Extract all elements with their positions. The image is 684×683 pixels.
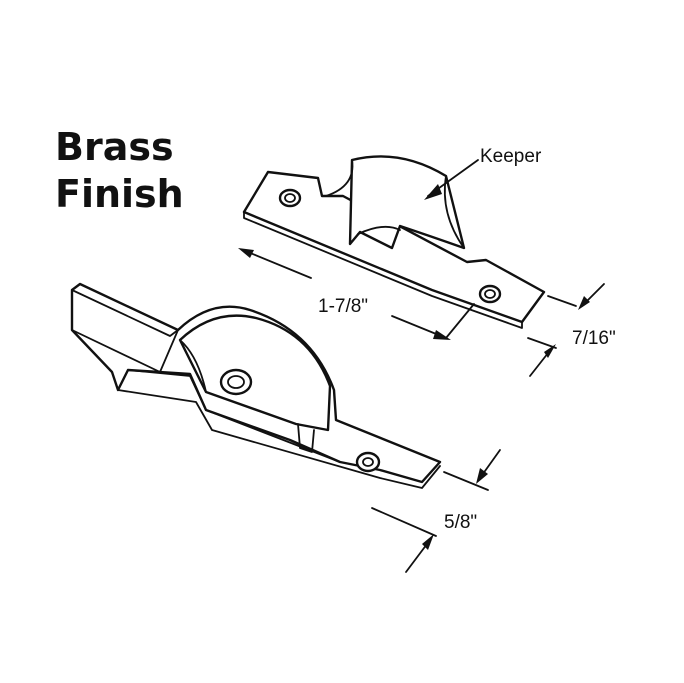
lock-width-extension-top	[443, 471, 489, 491]
keeper-screw-hole-right-inner	[484, 289, 496, 299]
keeper-screw-hole-left	[278, 188, 302, 208]
keeper-catch-curve	[325, 159, 354, 197]
sash-lock-screw-hole-center-inner	[227, 375, 245, 389]
lock-width-extension-bottom	[371, 507, 437, 537]
keeper-plate-edge	[243, 211, 523, 329]
lock-width-arrowhead-top	[476, 468, 488, 484]
length-dim-line-left	[242, 249, 312, 279]
keeper-screw-hole-right	[478, 284, 502, 304]
length-arrowhead-left	[238, 248, 254, 258]
keeper-width-arrowhead-bottom	[544, 344, 556, 358]
sash-lock-base-lower	[117, 389, 441, 489]
sash-lock-cam-slot	[297, 423, 315, 453]
lock-width-arrowhead-bottom	[422, 534, 434, 550]
sash-lock-lever-side	[71, 329, 179, 373]
sash-lock-screw-hole-end-inner	[362, 457, 374, 467]
sash-lock-base-step	[127, 369, 341, 463]
sash-lock-screw-hole-end	[355, 451, 381, 473]
keeper-width-label: 7/16"	[572, 328, 616, 349]
keeper-screw-hole-left-inner	[284, 193, 296, 203]
dimension-lock-width: 5/8"	[371, 449, 501, 573]
sash-lock-cam	[178, 314, 332, 432]
keeper-width-extension-top	[547, 295, 577, 307]
title-brass: Brass	[55, 125, 174, 169]
title-finish: Finish	[55, 172, 184, 216]
keeper-width-extension-bottom	[527, 337, 557, 349]
keeper-base-plate	[242, 170, 546, 324]
sash-lock-part	[70, 282, 442, 489]
sash-lock-screw-hole-center	[219, 368, 253, 396]
sash-lock-cam-curve	[179, 339, 207, 393]
sash-lock-lever-edge	[71, 289, 179, 337]
keeper-catch-face	[357, 225, 401, 235]
keeper-leader-arrowhead	[424, 184, 442, 200]
length-extension-line	[445, 303, 475, 339]
dimension-length: 1-7/8"	[238, 248, 475, 340]
keeper-width-arrowhead-top	[578, 296, 590, 310]
keeper-label: Keeper	[480, 146, 542, 167]
lock-width-label: 5/8"	[444, 512, 477, 533]
dimension-keeper-width: 7/16"	[527, 283, 616, 377]
keeper-part	[242, 155, 546, 329]
length-label: 1-7/8"	[318, 296, 368, 317]
